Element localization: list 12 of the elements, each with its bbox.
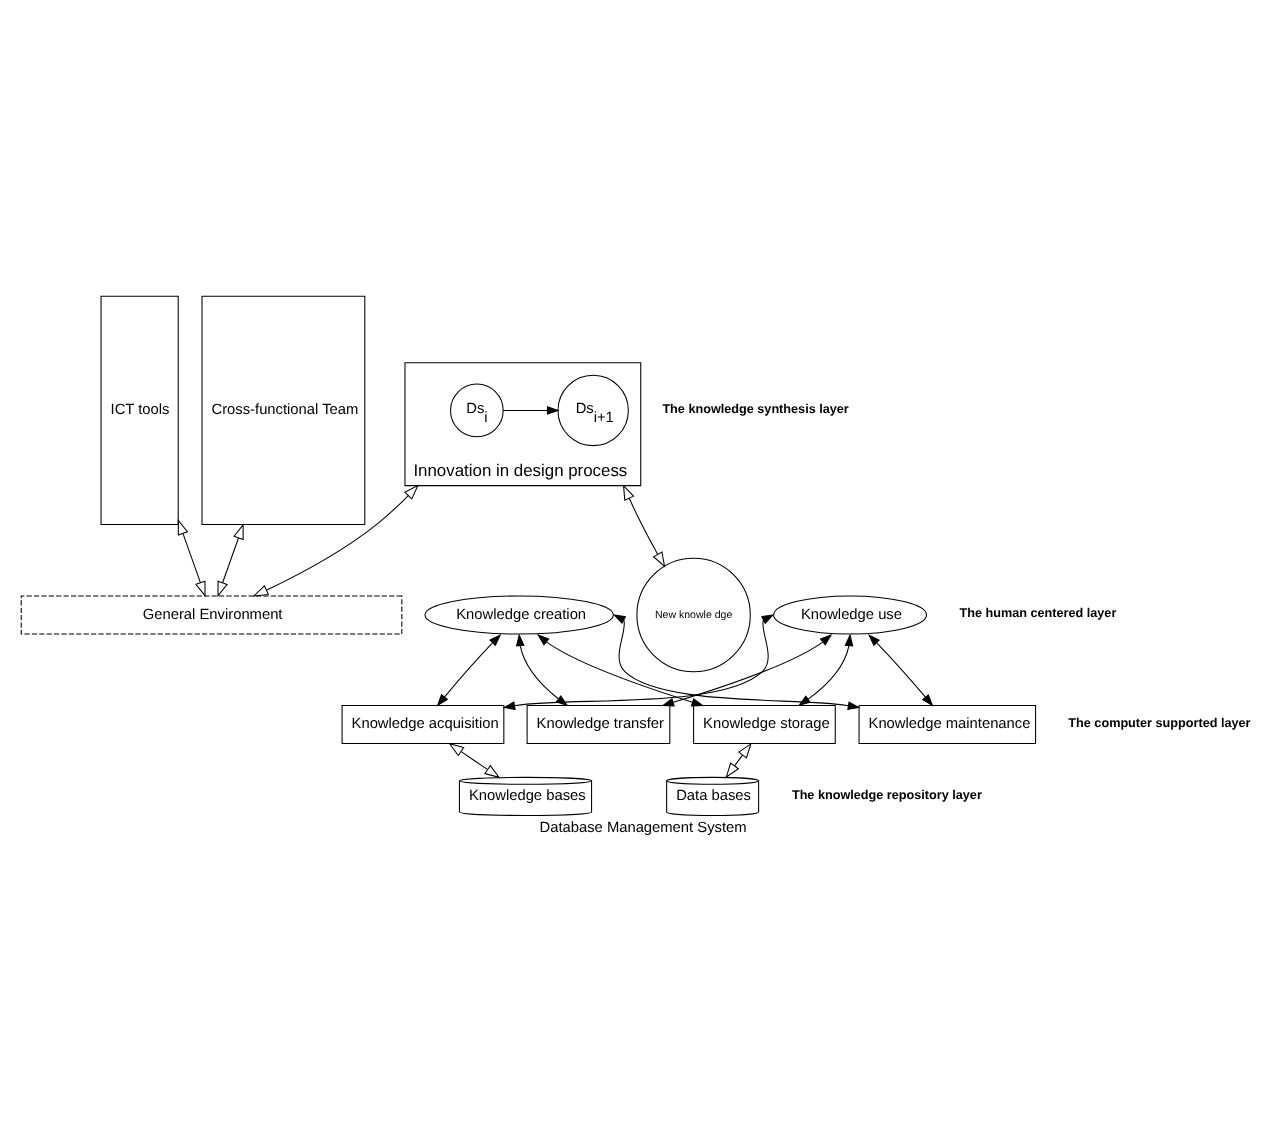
arrow	[725, 742, 752, 779]
arrow	[622, 484, 666, 568]
arrow	[797, 633, 854, 707]
arrow	[612, 614, 861, 711]
arrow	[177, 518, 206, 598]
arrow	[867, 634, 934, 707]
arrow	[217, 523, 244, 598]
arrow	[436, 634, 502, 707]
arrow	[252, 484, 419, 597]
arrow	[448, 742, 501, 779]
arrow	[661, 634, 833, 707]
arrow	[502, 405, 560, 415]
